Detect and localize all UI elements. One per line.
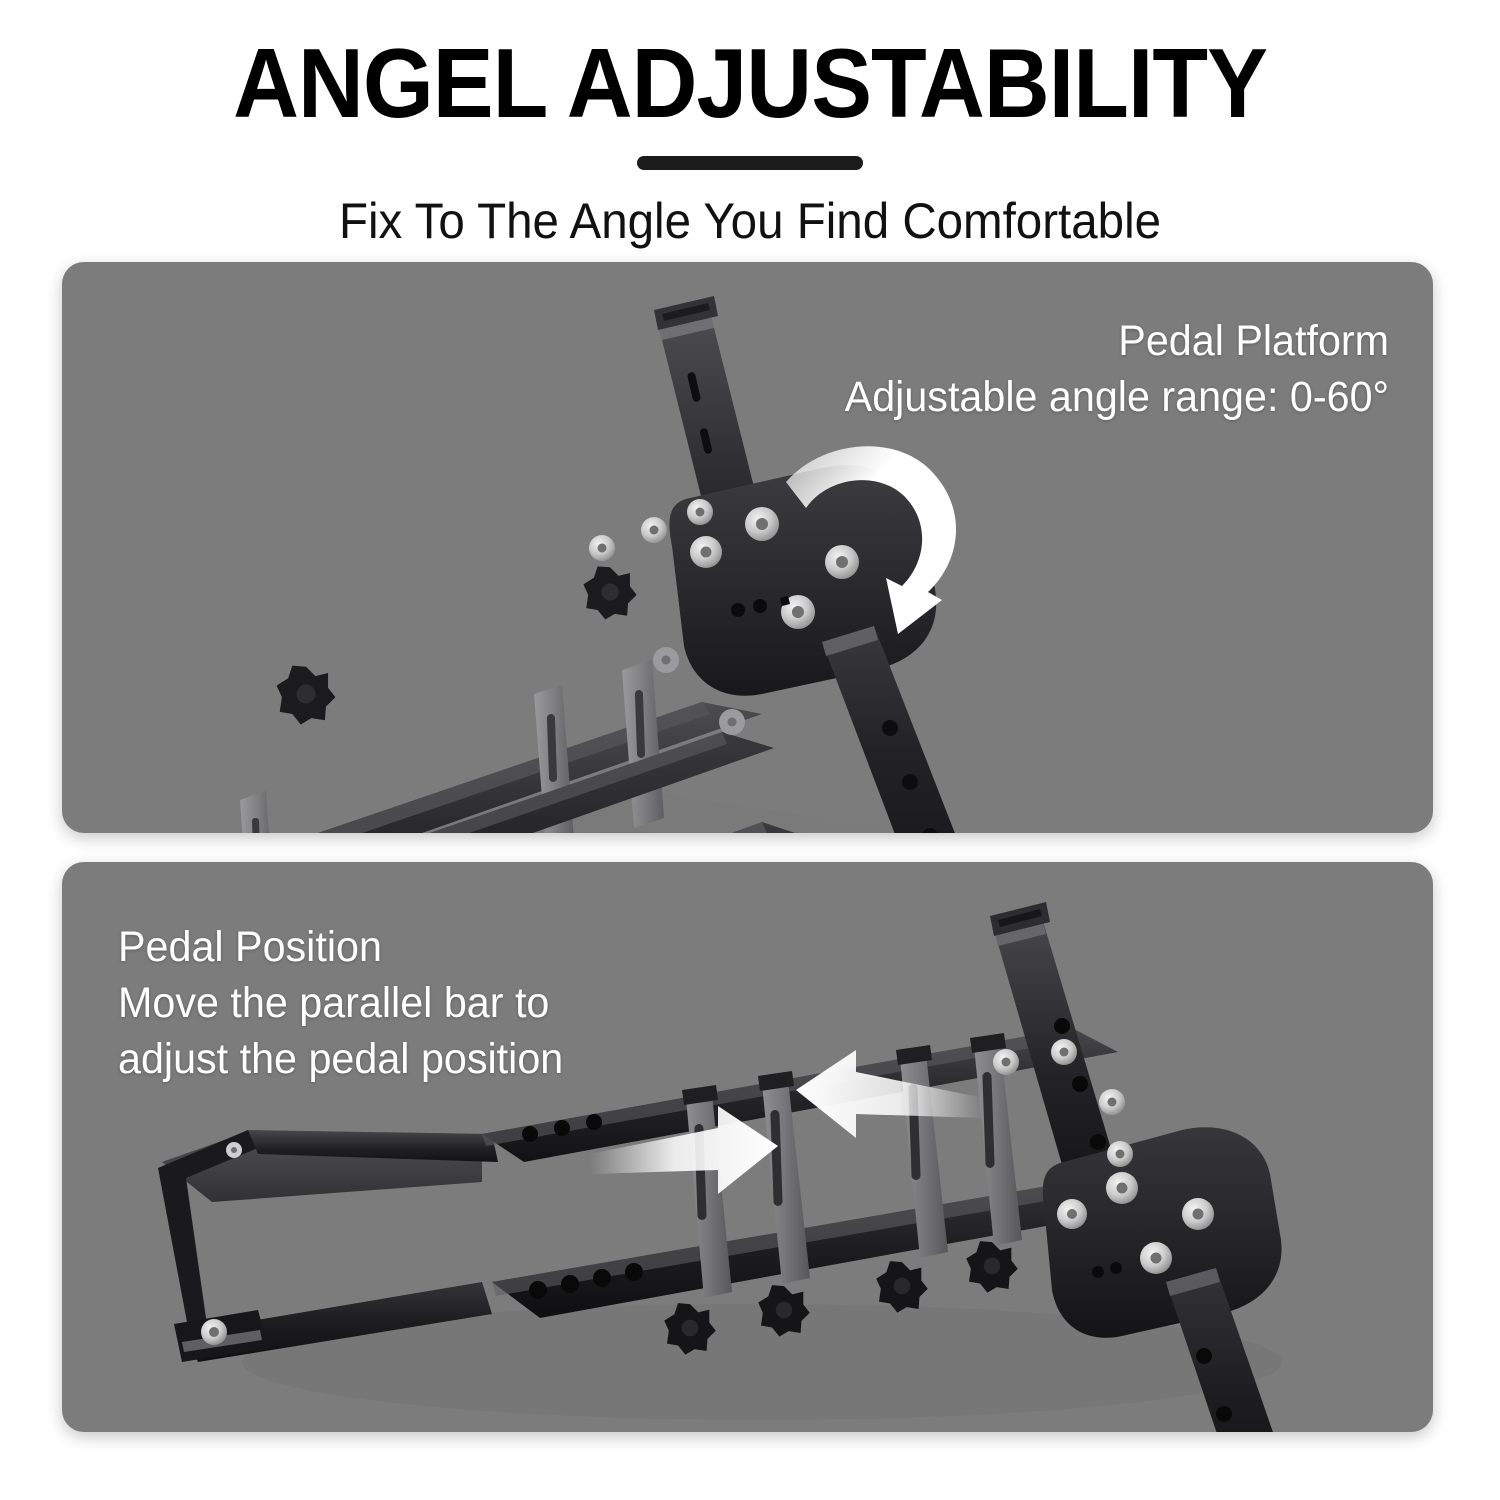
callout-detail: Adjustable angle range: 0-60° [844, 372, 1389, 421]
converging-arrows-icon [590, 1050, 984, 1194]
callout-detail-line-1: Move the parallel bar to [118, 978, 550, 1027]
callout-pedal-position: Pedal Position Move the parallel bar to … [118, 920, 563, 1088]
plate-bolts [690, 507, 859, 629]
rail-bolts [589, 499, 745, 735]
base-footplate [158, 1130, 498, 1362]
title-divider [637, 155, 863, 170]
adjustment-knob-1 [664, 1303, 716, 1355]
adjustment-knob-4 [966, 1241, 1018, 1293]
pedal-position-frame-illustration [158, 902, 1282, 1432]
page-subtitle: Fix To The Angle You Find Comfortable [338, 192, 1162, 249]
callout-heading: Pedal Position [118, 923, 382, 971]
curved-rotation-arrow-icon [786, 446, 957, 634]
callout-heading: Pedal Platform [1118, 317, 1389, 365]
pedal-arm-lower [822, 626, 955, 833]
sliding-parallel-bar-2 [758, 1071, 810, 1284]
adjustment-knob-3 [876, 1261, 928, 1313]
panel-pedal-platform: Pedal Platform Adjustable angle range: 0… [62, 262, 1433, 833]
title-divider-wrapper [0, 155, 1500, 170]
page-header: ANGEL ADJUSTABILITY Fix To The Angle You… [0, 0, 1500, 250]
callout-pedal-platform: Pedal Platform Adjustable angle range: 0… [845, 314, 1389, 426]
adjustment-knob-2 [758, 1285, 810, 1337]
adjustment-knob-front [276, 665, 336, 725]
near-long-rail [492, 1180, 1134, 1318]
right-pivot-plate [1042, 1127, 1282, 1338]
upright-clamp-far [240, 791, 269, 833]
panel-pedal-position: Pedal Position Move the parallel bar to … [62, 862, 1433, 1432]
front-rail-assembly [731, 822, 795, 833]
right-lower-leg [1166, 1268, 1273, 1432]
callout-detail-line-2: adjust the pedal position [118, 1034, 564, 1083]
far-long-rail [482, 1028, 1118, 1162]
page-title: ANGEL ADJUSTABILITY [233, 28, 1268, 138]
sliding-parallel-bar-4 [970, 1033, 1022, 1246]
adjustment-knob-middle [583, 566, 637, 620]
middle-slide-rail [429, 732, 774, 833]
far-rail-bolts [993, 1039, 1133, 1167]
pedal-platform-frame-illustration [240, 296, 957, 833]
